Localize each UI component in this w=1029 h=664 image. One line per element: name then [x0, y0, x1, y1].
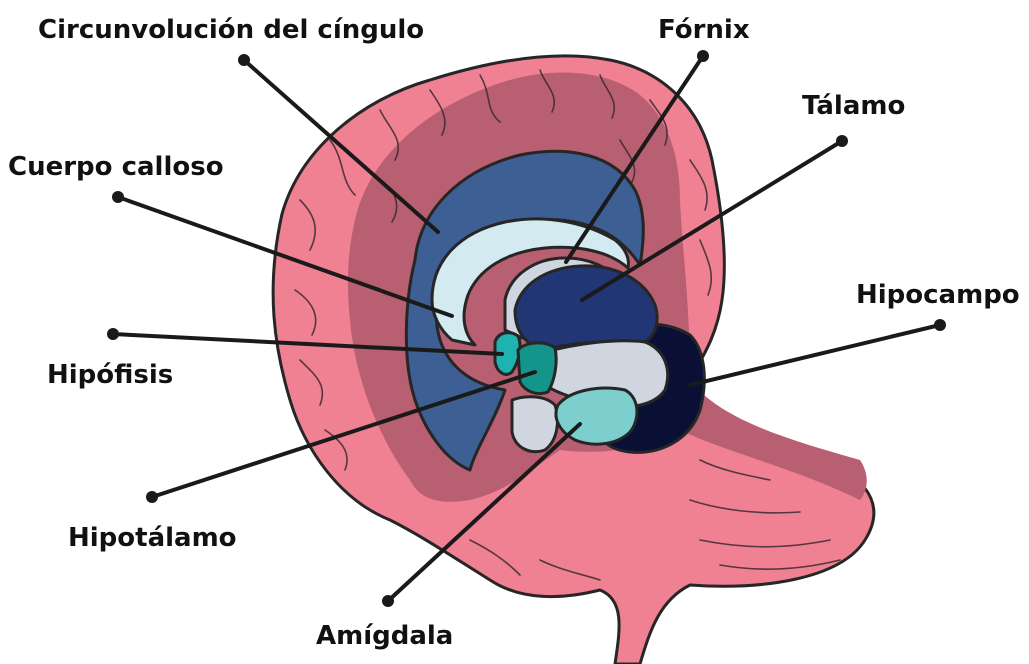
label-amygdala: Amígdala [316, 621, 453, 651]
label-thalamus: Tálamo [802, 91, 905, 121]
label-hippocampus: Hipocampo [856, 280, 1020, 310]
label-pituitary: Hipófisis [47, 360, 173, 390]
lower-grey-region [512, 397, 558, 452]
label-cingulate-gyrus: Circunvolución del cíngulo [38, 15, 424, 45]
leader-hippocampus-dot [934, 319, 946, 331]
leader-hippocampus [690, 325, 940, 385]
leader-hypothalamus-dot [146, 491, 158, 503]
leader-corpus-callosum-dot [112, 191, 124, 203]
leader-thalamus-dot [836, 135, 848, 147]
leader-pituitary-dot [107, 328, 119, 340]
hypothalamus-region [518, 343, 556, 394]
leader-amygdala-dot [382, 595, 394, 607]
leader-fornix-dot [697, 50, 709, 62]
label-fornix: Fórnix [658, 15, 750, 45]
label-corpus-callosum: Cuerpo calloso [8, 152, 224, 182]
leader-cingulate-dot [238, 54, 250, 66]
label-hypothalamus: Hipotálamo [68, 523, 237, 553]
